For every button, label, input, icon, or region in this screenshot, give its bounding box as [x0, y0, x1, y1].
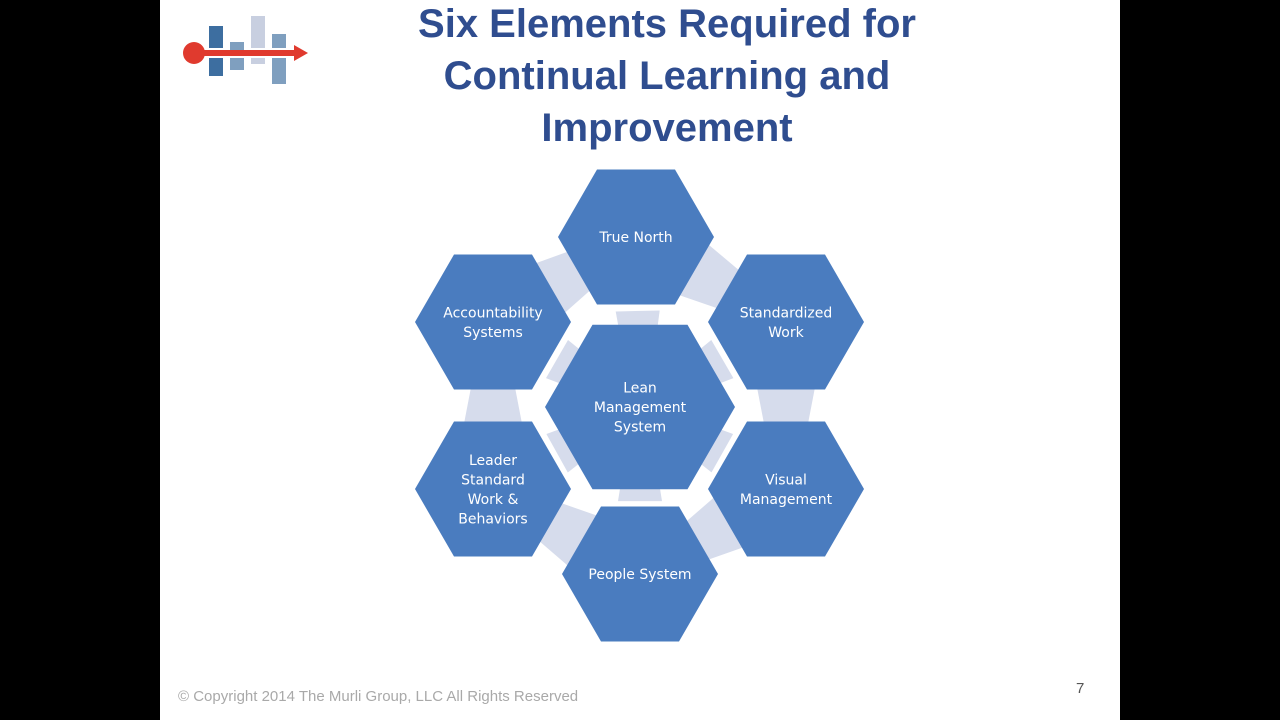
hex-center-lean-management-system-shape: [545, 324, 735, 490]
hex-leader-standard-work-label: Standard: [461, 472, 525, 488]
slide: Six Elements Required for Continual Lear…: [160, 0, 1120, 720]
hex-standardized-work-label: Standardized: [740, 305, 832, 321]
hex-people-system: People System: [562, 506, 718, 642]
hex-center-lean-management-system-label: System: [614, 420, 666, 436]
hex-standardized-work-label: Work: [768, 325, 804, 341]
hexagon-diagram: True NorthStandardizedWorkVisualManageme…: [415, 169, 864, 642]
hex-leader-standard-work-label: Work &: [468, 492, 519, 508]
hex-visual-management-label: Visual: [765, 472, 807, 488]
page-number: 7: [1076, 680, 1085, 697]
title-line-1: Six Elements Required for: [418, 2, 916, 46]
hex-leader-standard-work-label: Behaviors: [458, 511, 527, 527]
hex-accountability-systems-label: Accountability: [443, 305, 542, 321]
slide-title: Six Elements Required for Continual Lear…: [360, 0, 974, 154]
hex-leader-standard-work-label: Leader: [469, 453, 517, 469]
connector-ring-1: [756, 382, 816, 429]
title-line-2: Continual Learning and: [443, 54, 891, 98]
connector-ring-4: [463, 382, 523, 429]
hex-center-lean-management-system-label: Lean: [623, 381, 657, 397]
hex-standardized-work-shape: [708, 254, 864, 390]
hex-people-system-label: People System: [588, 567, 691, 583]
hex-accountability-systems-label: Systems: [463, 325, 523, 341]
hex-center-lean-management-system-label: Management: [594, 400, 687, 416]
title-line-3: Improvement: [541, 106, 793, 150]
hex-true-north-shape: [558, 169, 714, 305]
hex-true-north-label: True North: [598, 230, 672, 246]
hex-people-system-shape: [562, 506, 718, 642]
copyright-text: © Copyright 2014 The Murli Group, LLC Al…: [178, 688, 579, 705]
hex-leader-standard-work-shape: [415, 421, 571, 557]
hex-visual-management-shape: [708, 421, 864, 557]
hex-accountability-systems-shape: [415, 254, 571, 390]
murli-group-logo-icon: [183, 16, 308, 84]
hex-true-north: True North: [558, 169, 714, 305]
hex-visual-management-label: Management: [740, 492, 833, 508]
